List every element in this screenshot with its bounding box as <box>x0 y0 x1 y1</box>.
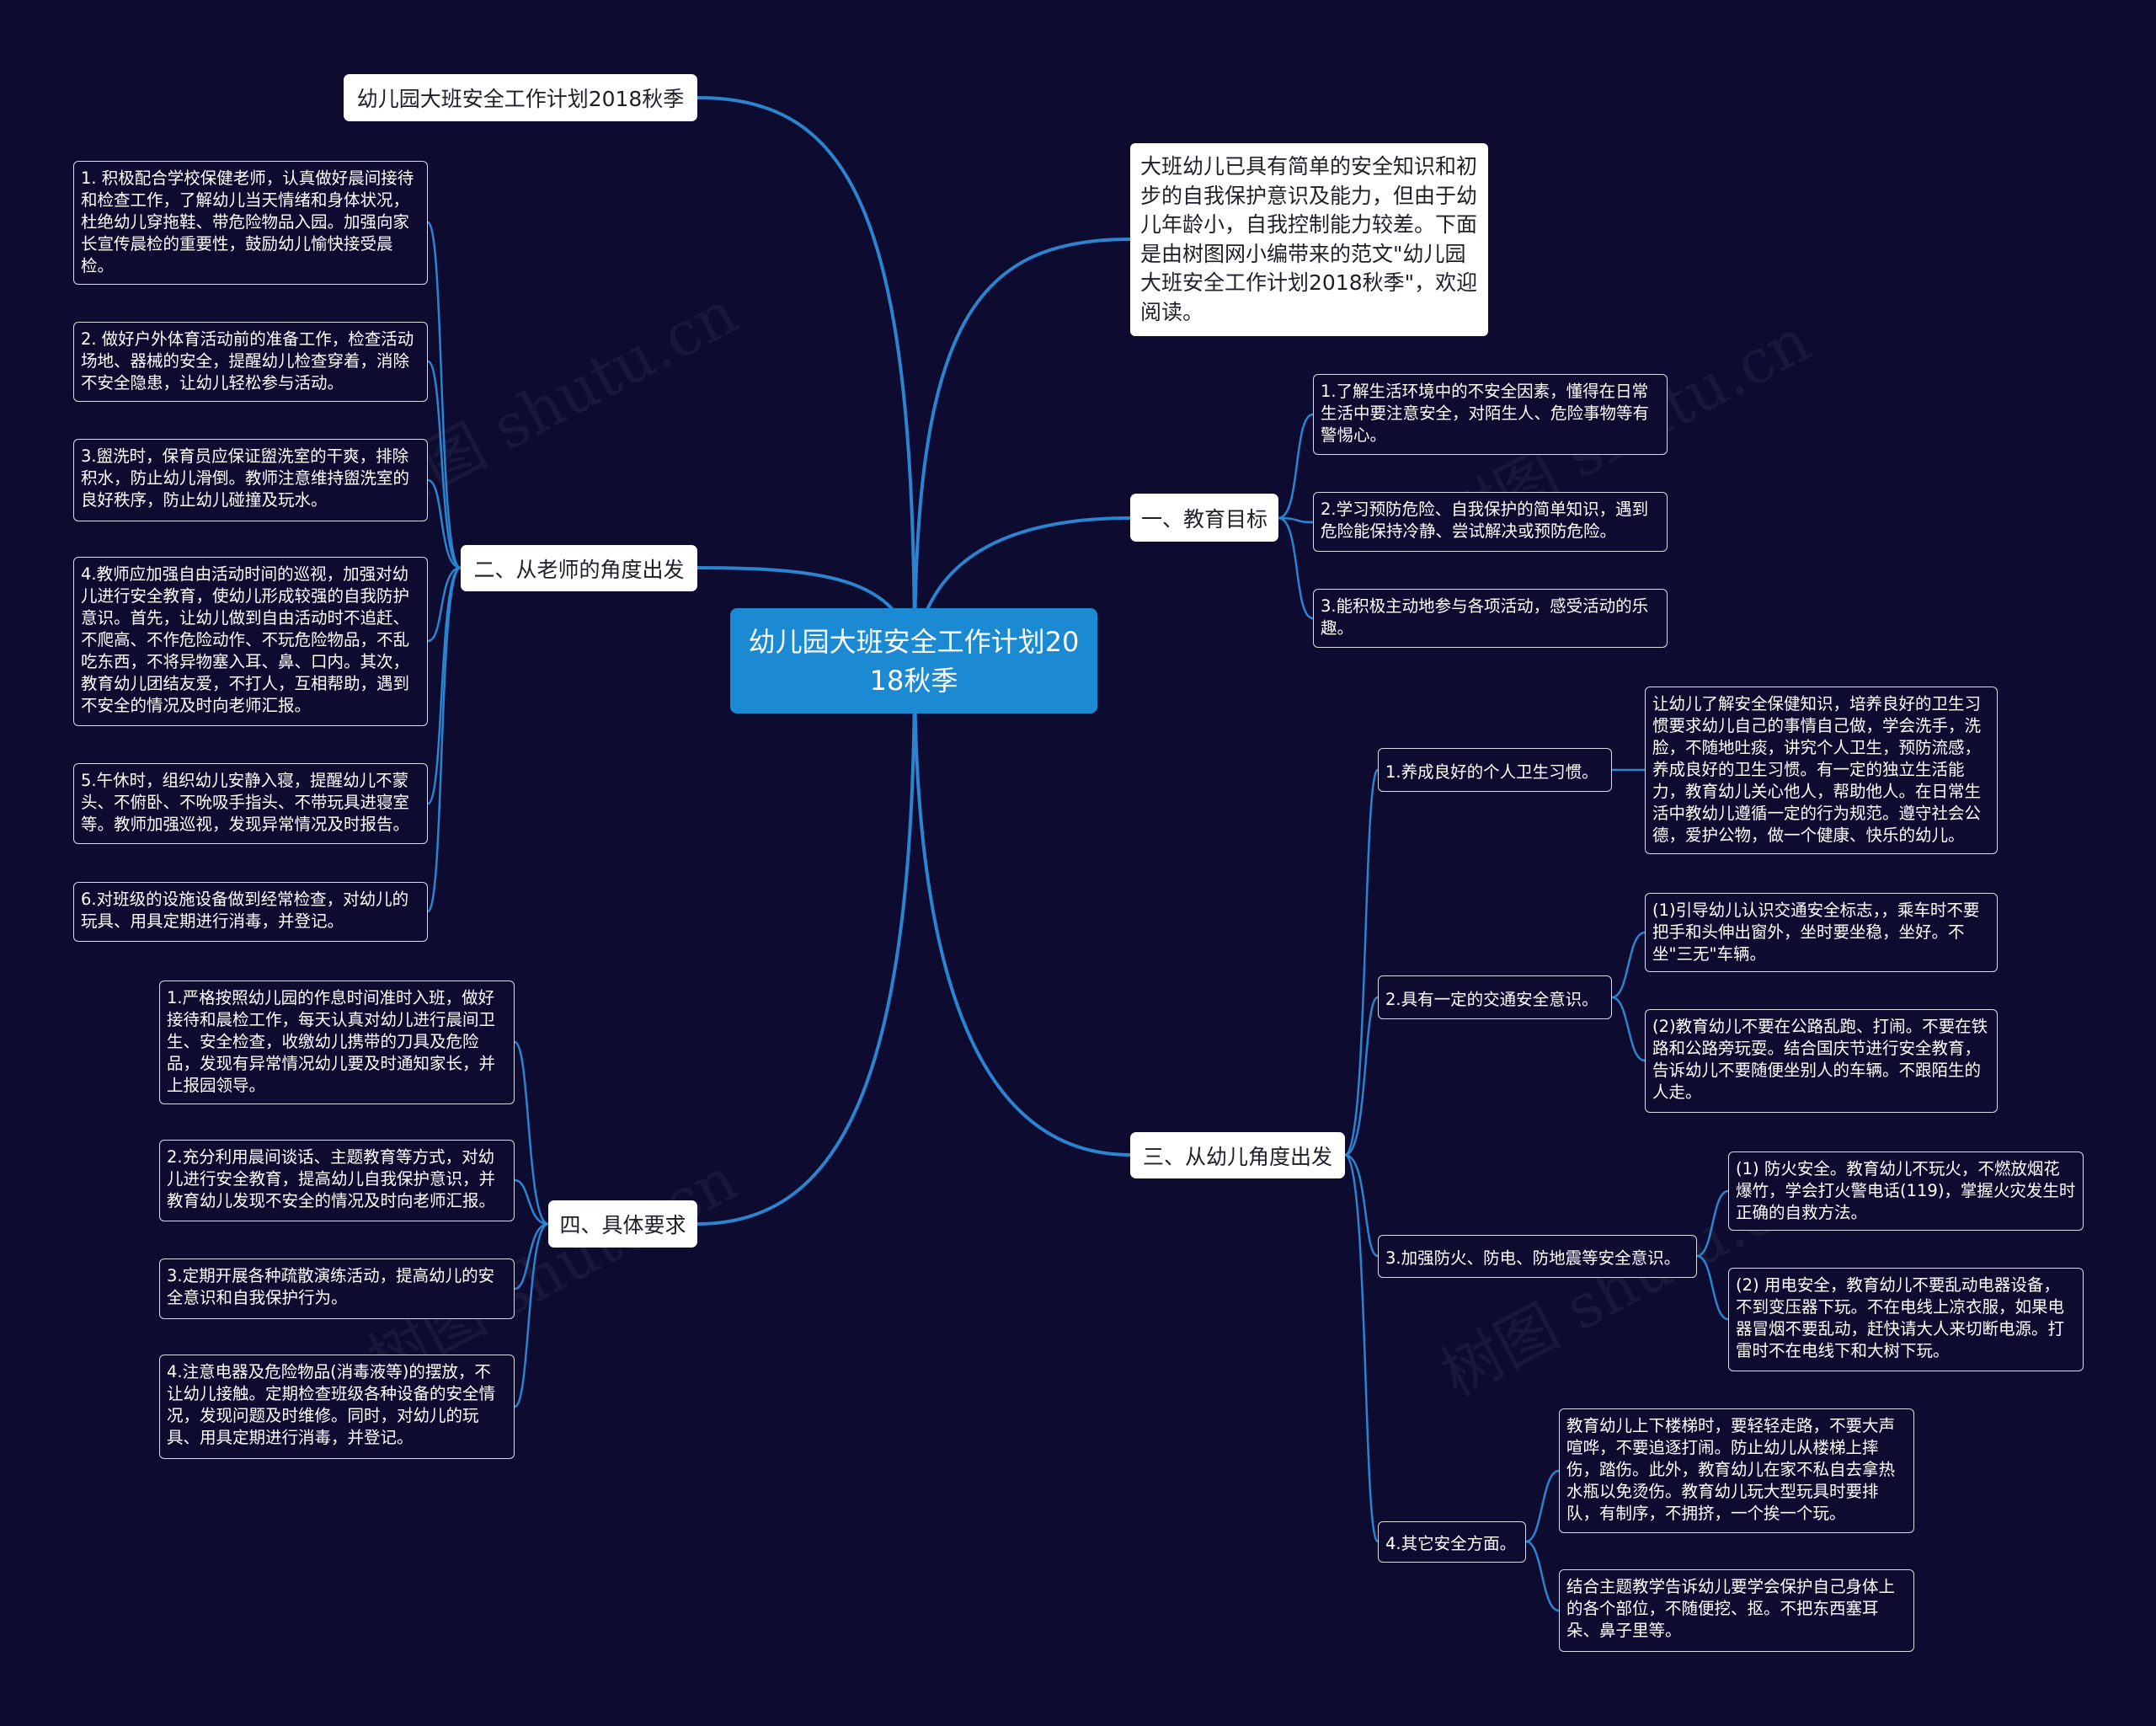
connector-child-3 <box>1343 1153 1380 1258</box>
connector-teacher-4 <box>426 566 462 643</box>
teacher-item-4: 4.教师应加强自由活动时间的巡视，加强对幼儿进行安全教育，使幼儿形成较强的自我防… <box>73 557 428 726</box>
fire-item-1: (1) 防火安全。教育幼儿不玩火，不燃放烟花爆竹，学会打火警电话(119)，掌握… <box>1728 1152 2084 1231</box>
branch-requirements: 四、具体要求 <box>548 1200 697 1248</box>
requirement-item-1: 1.严格按照幼儿园的作息时间准时入班，做好接待和晨检工作，每天认真对幼儿进行晨间… <box>159 981 515 1104</box>
connector-requirement-4 <box>513 1222 550 1408</box>
teacher-item-1: 1. 积极配合学校保健老师，认真做好晨间接待和检查工作，了解幼儿当天情绪和身体状… <box>73 161 428 285</box>
requirement-item-3: 3.定期开展各种疏散演练活动，提高幼儿的安全意识和自我保护行为。 <box>159 1258 515 1319</box>
connector-traffic-item-2 <box>1610 996 1646 1062</box>
fire-item-2: (2) 用电安全，教育幼儿不要乱动电器设备，不到变压器下玩。不在电线上凉衣服，如… <box>1728 1268 2084 1371</box>
connector-traffic-item-1 <box>1610 931 1646 999</box>
goal-item-1: 1.了解生活环境中的不安全因素，懂得在日常生活中要注意安全，对陌生人、危险事物等… <box>1313 374 1668 455</box>
connector-goal-2 <box>1277 516 1315 524</box>
traffic-item-2: (2)教育幼儿不要在公路乱跑、打闹。不要在铁路和公路旁玩耍。结合国庆节进行安全教… <box>1645 1009 1998 1113</box>
teacher-item-6: 6.对班级的设施设备做到经常检查，对幼儿的玩具、用具定期进行消毒，并登记。 <box>73 882 428 942</box>
teacher-item-3: 3.盥洗时，保育员应保证盥洗室的干爽，排除积水，防止幼儿滑倒。教师注意维持盥洗室… <box>73 439 428 521</box>
teacher-item-2: 2. 做好户外体育活动前的准备工作，检查活动场地、器械的安全，提醒幼儿检查穿着，… <box>73 322 428 402</box>
traffic-item-1: (1)引导幼儿认识交通安全标志，，乘车时不要把手和头伸出窗外，坐时要坐稳，坐好。… <box>1645 893 1998 972</box>
connector-goal-1 <box>1277 413 1315 520</box>
connector-root-intro <box>913 238 1132 659</box>
connector-root-requirements <box>696 664 916 1226</box>
requirement-item-4: 4.注意电器及危险物品(消毒液等)的摆放，不让幼儿接触。定期检查班级各种设备的安… <box>159 1355 515 1459</box>
connector-child-1 <box>1343 768 1380 1157</box>
child-topic-traffic: 2.具有一定的交通安全意识。 <box>1378 975 1612 1019</box>
connector-other-item-1 <box>1524 1469 1561 1543</box>
child-topic-other: 4.其它安全方面。 <box>1378 1521 1526 1563</box>
child-topic-hygiene: 1.养成良好的个人卫生习惯。 <box>1378 748 1612 792</box>
teacher-item-5: 5.午休时，组织幼儿安静入寝，提醒幼儿不蒙头、不俯卧、不吮吸手指头、不带玩具进寝… <box>73 763 428 844</box>
connector-teacher-3 <box>426 478 462 569</box>
title-topic: 幼儿园大班安全工作计划2018秋季 <box>344 74 697 121</box>
requirement-item-2: 2.充分利用晨间谈话、主题教育等方式，对幼儿进行安全教育，提高幼儿自我保护意识，… <box>159 1140 515 1221</box>
connector-child-2 <box>1343 996 1380 1157</box>
other-item-1: 教育幼儿上下楼梯时，要轻轻走路，不要大声喧哗，不要追逐打闹。防止幼儿从楼梯上摔伤… <box>1559 1408 1914 1533</box>
goal-item-3: 3.能积极主动地参与各项活动，感受活动的乐趣。 <box>1313 589 1668 648</box>
child-topic-fire-electric: 3.加强防火、防电、防地震等安全意识。 <box>1378 1235 1697 1278</box>
goal-item-2: 2.学习预防危险、自我保护的简单知识，遇到危险能保持冷静、尝试解决或预防危险。 <box>1313 492 1668 552</box>
hygiene-item: 让幼儿了解安全保健知识，培养良好的卫生习惯要求幼儿自己的事情自己做，学会洗手，洗… <box>1645 687 1998 854</box>
connector-other-item-2 <box>1524 1540 1561 1612</box>
connector-teacher-1 <box>426 221 462 569</box>
connector-root-title <box>696 96 916 659</box>
connector-requirement-2 <box>513 1178 550 1226</box>
connector-teacher-5 <box>426 566 462 805</box>
connector-goal-3 <box>1277 516 1315 620</box>
intro-topic: 大班幼儿已具有简单的安全知识和初步的自我保护意识及能力，但由于幼儿年龄小，自我控… <box>1130 143 1488 336</box>
connector-teacher-6 <box>426 566 462 913</box>
connector-requirement-3 <box>513 1222 550 1290</box>
connector-child-4 <box>1343 1153 1380 1543</box>
branch-education-goals: 一、教育目标 <box>1130 494 1278 542</box>
root-topic: 幼儿园大班安全工作计划2018秋季 <box>730 608 1097 713</box>
connector-requirement-1 <box>513 1040 550 1226</box>
connector-fire-item-1 <box>1695 1189 1730 1258</box>
connector-fire-item-2 <box>1695 1254 1730 1321</box>
other-item-2: 结合主题教学告诉幼儿要学会保护自己身体上的各个部位，不随便挖、抠。不把东西塞耳朵… <box>1559 1569 1914 1652</box>
connector-teacher-2 <box>426 360 462 569</box>
branch-teacher-perspective: 二、从老师的角度出发 <box>461 545 697 591</box>
connector-root-child <box>913 664 1132 1157</box>
branch-child-perspective: 三、从幼儿角度出发 <box>1130 1132 1345 1178</box>
